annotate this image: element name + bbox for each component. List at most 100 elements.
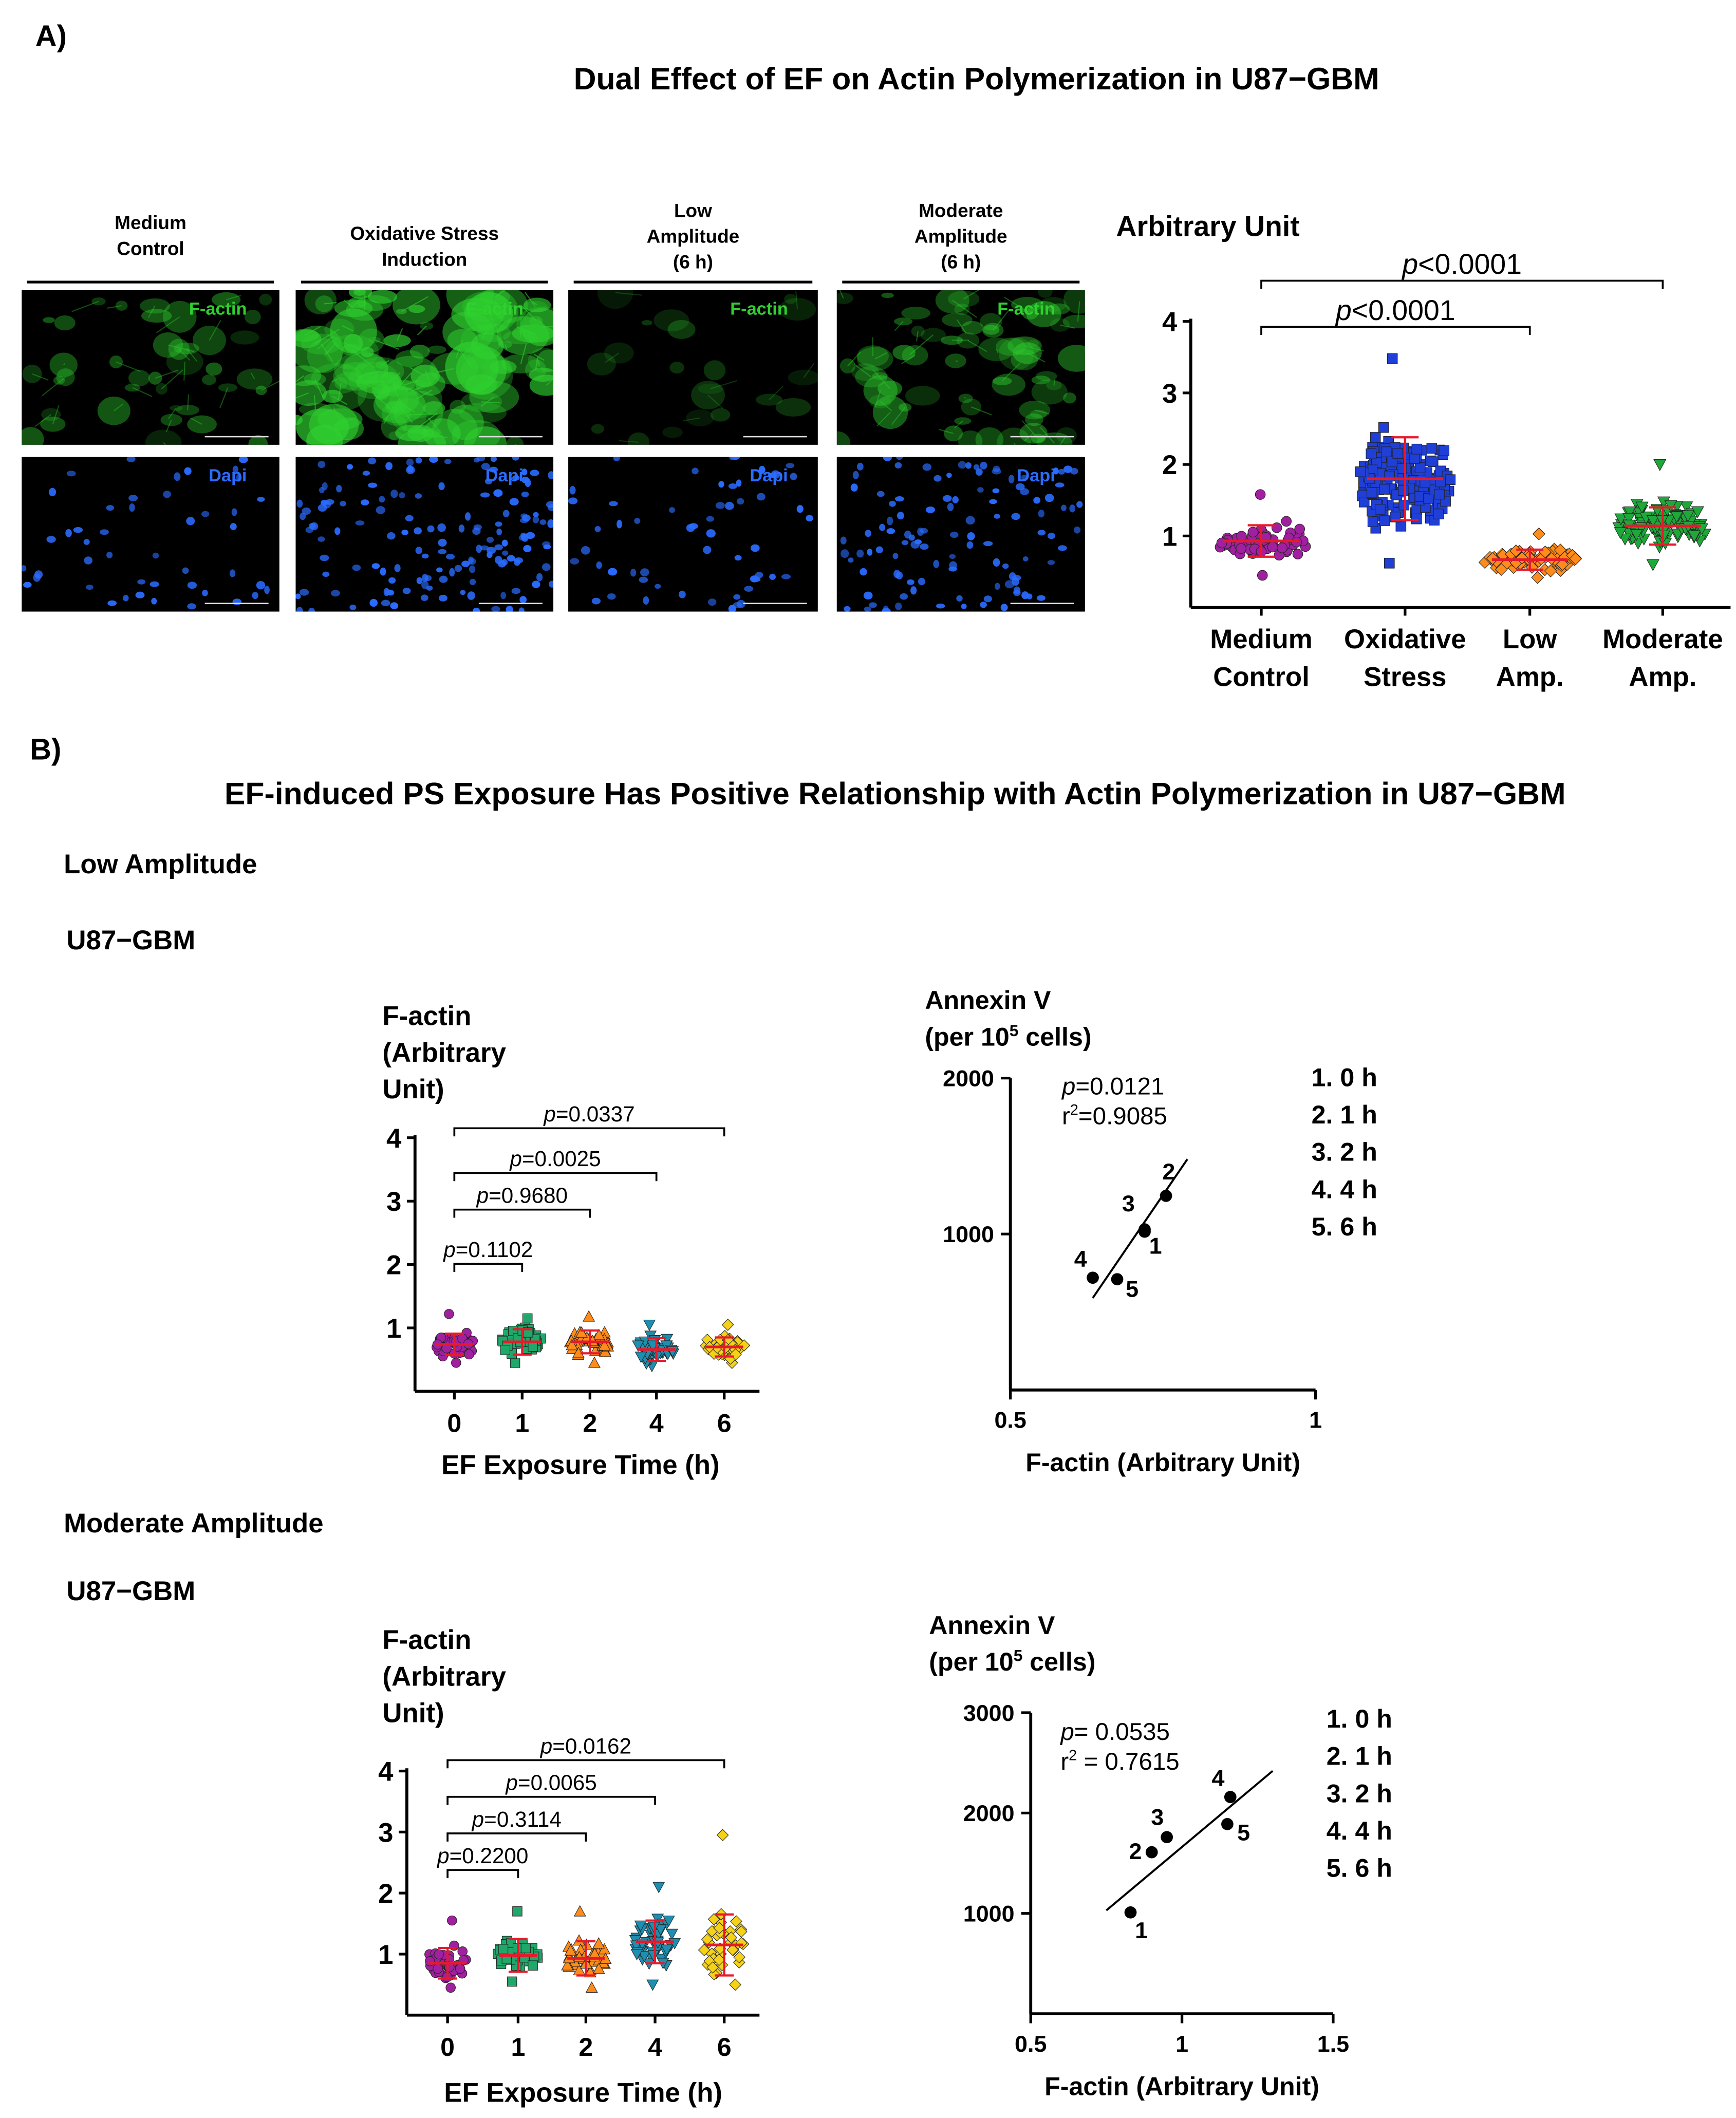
nucleus [1036,595,1046,601]
filament [505,344,508,350]
cell-blob [301,333,342,355]
nucleus [750,544,760,552]
cell-blob [248,435,268,445]
nucleus [533,512,539,517]
nucleus [736,479,742,487]
cell-blob [1039,297,1067,312]
data-point [1145,1846,1158,1859]
cell-blob [109,355,123,369]
p-value-label: p=0.9680 [476,1184,568,1208]
filament [186,348,197,362]
x-tick-label: 6 [717,1409,732,1438]
nucleus [491,606,500,612]
x-tick-label: Control [1213,662,1310,692]
data-point [630,1949,643,1961]
nucleus [856,462,864,471]
nucleus [1011,513,1021,520]
nucleus [464,512,471,521]
cell-blob [22,427,44,445]
filament [901,354,916,364]
nucleus [468,556,474,564]
nucleus [322,482,328,491]
nucleus [83,539,90,545]
nucleus [299,589,309,596]
point-label: 4 [1074,1246,1087,1272]
filament [437,368,454,373]
header-underline [842,280,1080,284]
cell-blob [464,426,507,445]
nucleus [302,507,311,515]
data-point [706,1961,719,1974]
cell-blob [450,400,466,414]
y-axis-title: Annexin V [929,1611,1055,1640]
nucleus [889,500,896,507]
filament [116,361,141,372]
nucleus [686,523,695,532]
x-tick-label: 0 [447,1409,461,1438]
nucleus [947,502,954,511]
filament [190,417,202,425]
nucleus [920,543,929,550]
cell-blob [506,436,524,445]
data-point [1664,500,1677,512]
cell-blob [1036,432,1073,445]
p-value-label: p=0.1102 [442,1238,533,1262]
nucleus [949,554,956,559]
nucleus [107,600,117,606]
cell-blob [230,330,259,345]
cell-blob [386,400,402,413]
data-point [1691,506,1704,518]
filament [161,369,183,389]
cell-blob [775,398,811,417]
significance-bracket [446,1795,656,1805]
x-tick-label: Moderate [1602,624,1723,654]
point-label: 1 [1149,1233,1162,1259]
data-point [660,1944,673,1956]
cell-blob [498,340,512,349]
data-point [661,1334,674,1345]
nucleus [1044,494,1054,502]
filament [52,405,60,425]
header-line: Medium [115,211,186,234]
nucleus [65,529,72,537]
point-label: 1 [1135,1917,1148,1943]
nucleus [318,461,326,468]
nucleus [892,553,899,559]
nucleus [733,602,742,608]
header-underline [27,280,274,284]
filament [394,372,412,393]
nucleus [439,575,448,583]
nucleus [295,593,301,599]
panel-b-letter: B) [30,732,62,766]
nucleus [703,546,712,554]
nucleus [106,505,115,511]
filament [619,440,639,443]
nucleus [542,541,551,547]
nucleus [634,518,641,524]
cell-blob [711,408,731,422]
nucleus [966,541,974,549]
p-value-label: p=0.0337 [543,1102,634,1126]
x-axis-title: F-actin (Arbitrary Unit) [1044,2072,1319,2101]
cell-blob [954,417,972,425]
significance-bracket [1260,279,1664,289]
nucleus [252,592,258,599]
cell-blob [148,371,162,385]
data-point [716,1829,729,1842]
dapi-label: Dapi [485,465,524,486]
filament [894,321,904,331]
data-point [634,1920,647,1932]
nucleus [532,580,540,588]
data-point [1292,549,1303,559]
nucleus [736,498,744,505]
nucleus [128,495,138,501]
nucleus [427,525,435,533]
cell-blob [905,386,940,406]
y-tick-label: 2 [1162,450,1177,480]
significance-bracket [453,1263,524,1272]
nucleus [187,603,196,610]
nucleus [512,457,519,461]
nucleus [1012,575,1021,581]
cell-blob [992,377,1012,385]
data-point [522,1313,533,1324]
